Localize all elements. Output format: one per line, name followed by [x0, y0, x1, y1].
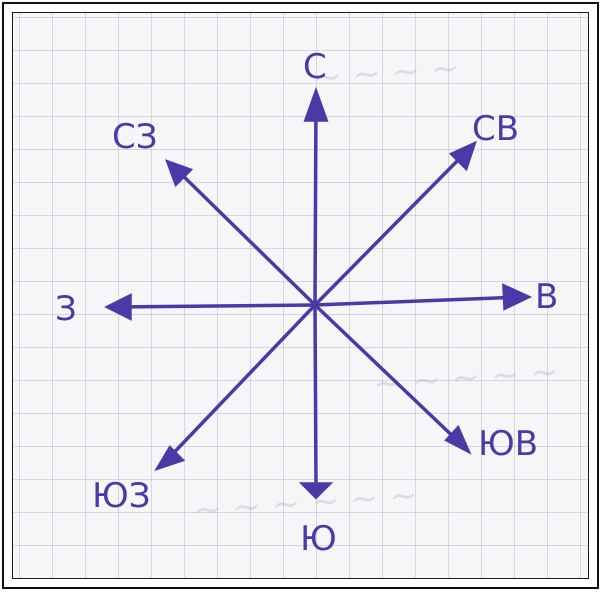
arrow-northeast	[313, 146, 472, 307]
arrow-southwest	[163, 303, 317, 464]
label-southeast: ЮВ	[478, 424, 538, 464]
arrow-south	[313, 303, 318, 487]
arrowhead-east	[502, 283, 533, 311]
label-north: С	[303, 47, 327, 87]
arrowhead-south	[298, 482, 334, 500]
label-west: З	[55, 289, 77, 329]
arrowhead-southwest	[154, 445, 186, 472]
label-southwest: ЮЗ	[92, 476, 151, 516]
arrow-southeast	[313, 303, 464, 447]
arrowhead-northeast	[448, 140, 477, 172]
label-south: Ю	[300, 519, 337, 559]
label-northeast: СВ	[472, 109, 519, 149]
arrow-northwest	[173, 166, 317, 307]
arrow-east	[313, 295, 524, 307]
arrowhead-north	[303, 86, 329, 122]
arrow-north	[313, 98, 318, 307]
arrowhead-west	[104, 293, 132, 321]
arrowhead-southeast	[444, 424, 472, 455]
label-east: В	[535, 277, 558, 317]
arrowhead-northwest	[165, 159, 194, 188]
label-northwest: СЗ	[112, 117, 158, 157]
arrow-west	[113, 303, 317, 309]
